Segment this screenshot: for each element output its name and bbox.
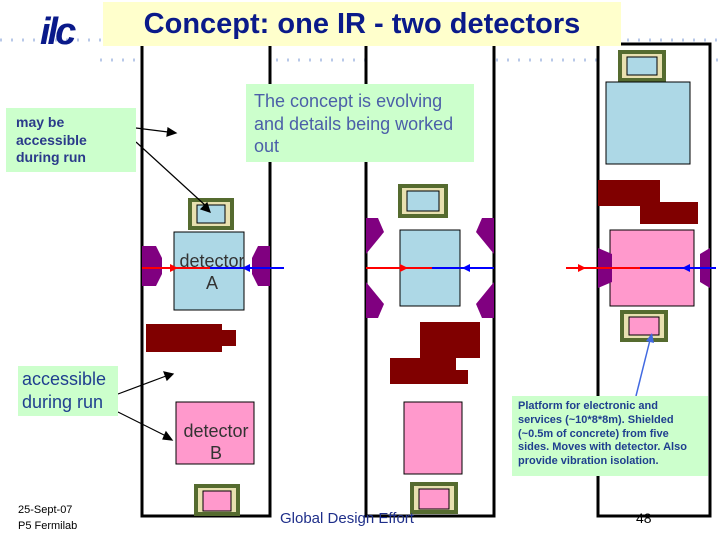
detector-b-line1: detector [183,421,249,441]
block-mid-1 [420,322,480,358]
arrow-acc-up [117,375,167,395]
beam-mid-arrow-red [400,264,408,272]
right-hall-contents [566,50,716,342]
slide-title: Concept: one IR - two detectors [103,2,621,46]
beam-mid-arrow-blue [462,264,470,272]
mid-shield-right [476,218,494,254]
detector-a-line1: detector [179,251,245,271]
footer-date: 25-Sept-07 [18,504,73,516]
mid-shield-left-b [366,282,384,318]
arrow-platform-note [635,339,651,397]
platform-mid-top-inner [406,190,440,212]
left-hall-contents [142,198,284,516]
platform-mid-bottom-inner [418,488,450,510]
beam-left-arrow-blue [242,264,250,272]
detector-a-shape [173,231,245,311]
block-left-1 [146,324,222,352]
arrow-acc-up-head [163,371,175,382]
mid-shield-right-b [476,282,494,318]
beam-right-arrow-blue [682,264,690,272]
arrow-note-top-head [166,126,178,137]
mid-shield-left [366,218,384,254]
middle-hall-contents [366,184,494,514]
detector-b-shape [175,401,255,465]
arrow-to-platform-head [199,201,211,213]
left-shield-left [142,246,162,286]
arrow-to-platform [135,141,207,207]
note-platform: Platform for electronic and services (~1… [512,396,708,476]
block-mid-2 [390,358,456,384]
detector-mid-pink [403,401,463,475]
detector-a-label: detector A [172,250,252,294]
beam-right-arrow-red [578,264,586,272]
footer-page-number: 48 [636,510,652,526]
platform-right-mid-inner [628,316,660,336]
footer-center: Global Design Effort [280,510,414,527]
left-shield-right [252,246,270,286]
note-accessible-bottom: accessible during run [18,366,118,416]
footer-place: P5 Fermilab [18,520,78,532]
platform-left-bottom-inner [202,490,232,512]
block-right-2 [640,202,698,224]
detector-b-label: detector B [176,420,256,464]
block-right-1 [598,180,660,206]
detector-right-blue [605,81,691,165]
platform-pointer-arrow [635,333,654,397]
detector-a-line2: A [205,273,218,293]
platform-right-top-inner [626,56,658,76]
arrow-acc-down [117,411,167,437]
pointer-arrows [117,126,211,441]
note-accessible-top: may be accessible during run [6,108,136,172]
detector-b-line2: B [209,443,222,463]
platform-left-top-inner [196,204,226,224]
arrow-note-top [135,127,169,133]
arrow-acc-down-head [162,430,174,441]
arrow-platform-note-head [646,333,654,343]
ilc-logo-icon: ilc [40,11,76,53]
block-left-2 [222,330,236,346]
note-evolving: The concept is evolving and details bein… [246,84,474,162]
block-mid-3 [456,370,468,384]
beam-left-arrow-red [170,264,178,272]
